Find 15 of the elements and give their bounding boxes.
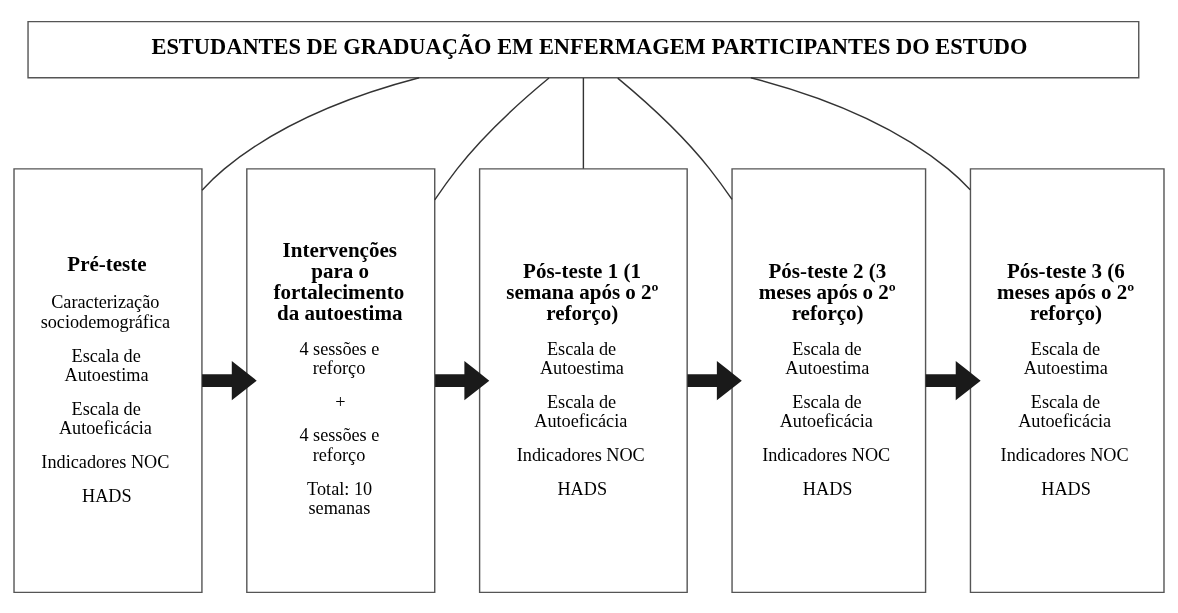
connector: [201, 76, 420, 191]
node-box: Pós-teste 1 (1 semana após o 2º reforço) Escala de Autoestima Escala de Autoeficácia Indicadores NOC HADS: [478, 167, 688, 593]
node-box: ESTUDANTES DE GRADUAÇÃO EM ENFERMAGEM PARTICIPANTES DO ESTUDO: [27, 20, 1140, 78]
arrow: [202, 360, 257, 400]
connector: [617, 76, 733, 200]
node-box: Intervenções para o fortalecimento da autoestima 4 sessões e reforço + 4 sessões e reforço Total: 10 semanas: [246, 167, 436, 593]
node-box: Pós-teste 2 (3 meses após o 2º reforço) Escala de Autoestima Escala de Autoeficácia Indicadores NOC HADS: [731, 167, 927, 593]
arrow: [435, 360, 490, 400]
connector: [582, 76, 585, 169]
arrow: [687, 360, 742, 400]
connector: [750, 76, 971, 190]
node-box: Pré-teste Caracterização sociodemográfica Escala de Autoestima Escala de Autoeficácia Indicadores NOC HADS: [13, 167, 203, 593]
connector: [434, 76, 550, 201]
arrow: [925, 360, 981, 400]
node-box: Pós-teste 3 (6 meses após o 2º reforço) Escala de Autoestima Escala de Autoeficácia Indicadores NOC HADS: [969, 167, 1165, 593]
